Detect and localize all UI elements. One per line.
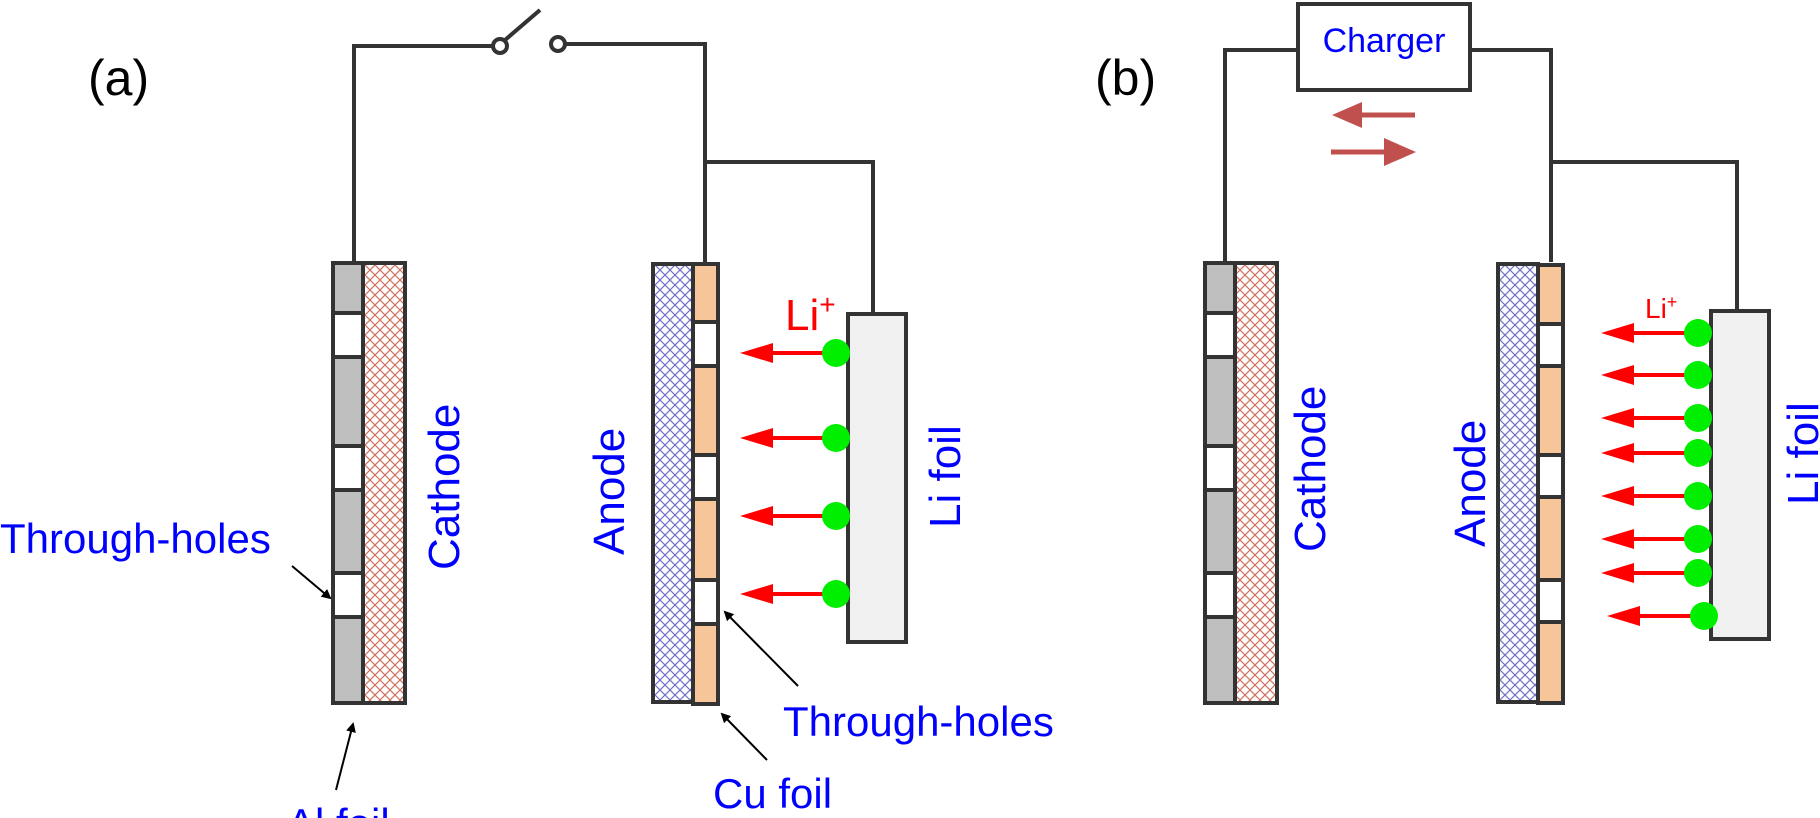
li-ion-dot (1684, 319, 1712, 347)
arrow-left-icon (1601, 443, 1634, 463)
anode-through-holes-label: Through-holes (783, 698, 1054, 745)
panel-a-cathode-assembly (331, 261, 407, 705)
li-ion-label: Li+ (1645, 292, 1677, 324)
cathode-label: Cathode (1286, 386, 1335, 552)
li-ion-arrow (740, 424, 850, 452)
panel-a-circuit (352, 8, 875, 314)
panel-a: (a) Cathode Through-holes Al foil (0, 8, 1054, 818)
arrow-left-icon (1601, 365, 1634, 385)
arrow-left-icon (1601, 323, 1634, 343)
li-ion-arrow (1601, 439, 1712, 467)
li-ion-dot (822, 424, 850, 452)
panel-b-anode-assembly (1496, 262, 1565, 705)
panel-a-anode-assembly (651, 262, 720, 706)
li-ion-dot (1684, 439, 1712, 467)
li-ion-dot (822, 339, 850, 367)
li-ion-arrow (1601, 319, 1712, 347)
current-direction-arrows (1331, 102, 1416, 166)
anode-label: Anode (585, 428, 634, 555)
anode-layer (1496, 262, 1540, 704)
li-ion-dot (1690, 602, 1718, 630)
li-ion-dot (1684, 525, 1712, 553)
li-ion-arrow (740, 502, 850, 530)
arrow-left-icon (1601, 408, 1634, 428)
li-ion-dot (1684, 361, 1712, 389)
cu-foil-holes (691, 320, 720, 626)
li-ion-dot (1684, 559, 1712, 587)
arrow-left-icon (740, 343, 773, 363)
arrow-right-icon (1384, 138, 1416, 166)
al-foil-holes (1203, 311, 1237, 619)
cathode-label: Cathode (420, 404, 469, 570)
switch-contact-right (549, 35, 567, 53)
li-ion-dot (822, 580, 850, 608)
switch-lever (503, 8, 542, 42)
cu-foil-holes (1536, 322, 1565, 624)
li-foil (846, 312, 908, 644)
li-foil-label: Li foil (921, 425, 970, 528)
arrow-left-icon (1601, 529, 1634, 549)
charger-label: Charger (1323, 22, 1446, 60)
arrow-left-icon (1601, 486, 1634, 506)
li-ion-arrow (740, 339, 850, 367)
cu-foil-arrow (720, 712, 768, 761)
panel-a-label: (a) (88, 50, 149, 106)
li-ion-arrow (1601, 361, 1712, 389)
panel-b-cathode-assembly (1203, 261, 1279, 705)
li-ion-dot (1684, 482, 1712, 510)
li-ion-arrow (1601, 559, 1712, 587)
al-foil-holes (331, 311, 365, 619)
panel-a-ion-arrows (740, 339, 850, 608)
li-ion-dot (822, 502, 850, 530)
li-ion-arrow (1601, 482, 1712, 510)
arrow-left-icon (1332, 102, 1362, 128)
li-ion-arrow (1607, 602, 1718, 630)
charger-box (1296, 2, 1472, 92)
anode-label: Anode (1446, 420, 1495, 547)
switch-contact-left (491, 37, 509, 55)
arrow-left-icon (740, 584, 773, 604)
li-ion-arrow (740, 580, 850, 608)
anode-through-holes-arrow (723, 610, 799, 687)
arrow-left-icon (1607, 606, 1640, 626)
li-ion-arrow (1601, 525, 1712, 553)
li-foil-label: Li foil (1779, 402, 1820, 505)
li-foil (1709, 309, 1771, 641)
anode-layer (651, 262, 695, 704)
cu-foil-label: Cu foil (713, 770, 832, 817)
arrow-left-icon (1601, 563, 1634, 583)
through-holes-arrow (291, 565, 332, 600)
li-ion-label: Li+ (785, 289, 836, 340)
al-foil-label: Al foil (287, 800, 390, 818)
arrow-left-icon (740, 428, 773, 448)
cathode-layer (361, 261, 407, 705)
li-ion-arrow (1601, 404, 1712, 432)
arrow-left-icon (740, 506, 773, 526)
panel-b-ion-arrows (1601, 319, 1718, 630)
cathode-layer (1233, 261, 1279, 705)
cathode-through-holes-label: Through-holes (0, 515, 271, 562)
al-foil-arrow (335, 722, 356, 791)
panel-b-circuit (1223, 48, 1739, 312)
panel-b: (b) Charger Cathode (1095, 2, 1820, 705)
panel-b-label: (b) (1095, 50, 1156, 106)
li-ion-dot (1684, 404, 1712, 432)
